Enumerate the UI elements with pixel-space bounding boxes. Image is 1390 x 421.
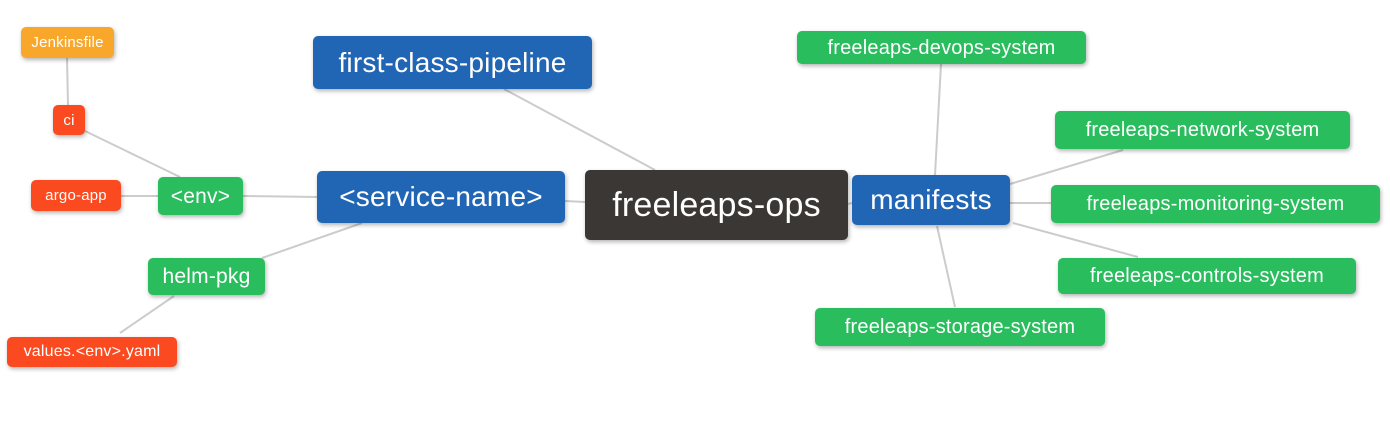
node-service-name[interactable]: <service-name>: [317, 171, 565, 223]
node-controls-system[interactable]: freeleaps-controls-system: [1058, 258, 1356, 294]
node-first-class-pipeline[interactable]: first-class-pipeline: [313, 36, 592, 89]
node-freeleaps-ops[interactable]: freeleaps-ops: [585, 170, 848, 240]
node-env[interactable]: <env>: [158, 177, 243, 215]
node-manifests[interactable]: manifests: [852, 175, 1010, 225]
node-jenkinsfile[interactable]: Jenkinsfile: [21, 27, 114, 58]
node-argo-app[interactable]: argo-app: [31, 180, 121, 211]
node-storage-system[interactable]: freeleaps-storage-system: [815, 308, 1105, 346]
node-monitoring-system[interactable]: freeleaps-monitoring-system: [1051, 185, 1380, 223]
node-helm-pkg[interactable]: helm-pkg: [148, 258, 265, 295]
node-ci[interactable]: ci: [53, 105, 85, 135]
node-network-system[interactable]: freeleaps-network-system: [1055, 111, 1350, 149]
node-values-env-yaml[interactable]: values.<env>.yaml: [7, 337, 177, 367]
node-devops-system[interactable]: freeleaps-devops-system: [797, 31, 1086, 64]
